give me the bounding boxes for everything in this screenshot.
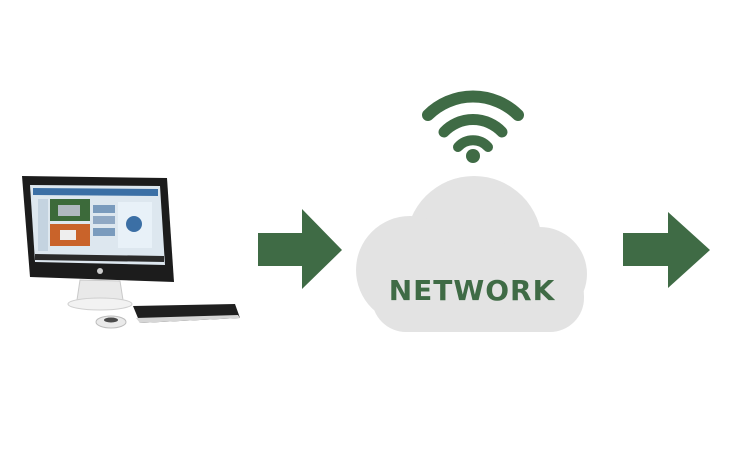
desktop-computer-icon xyxy=(22,176,240,329)
cloud-icon xyxy=(356,176,587,332)
cloud-label: NETWORK xyxy=(389,274,556,307)
wifi-icon xyxy=(422,90,524,163)
flow-arrow-2 xyxy=(623,212,710,288)
flow-arrow-1 xyxy=(258,209,342,289)
